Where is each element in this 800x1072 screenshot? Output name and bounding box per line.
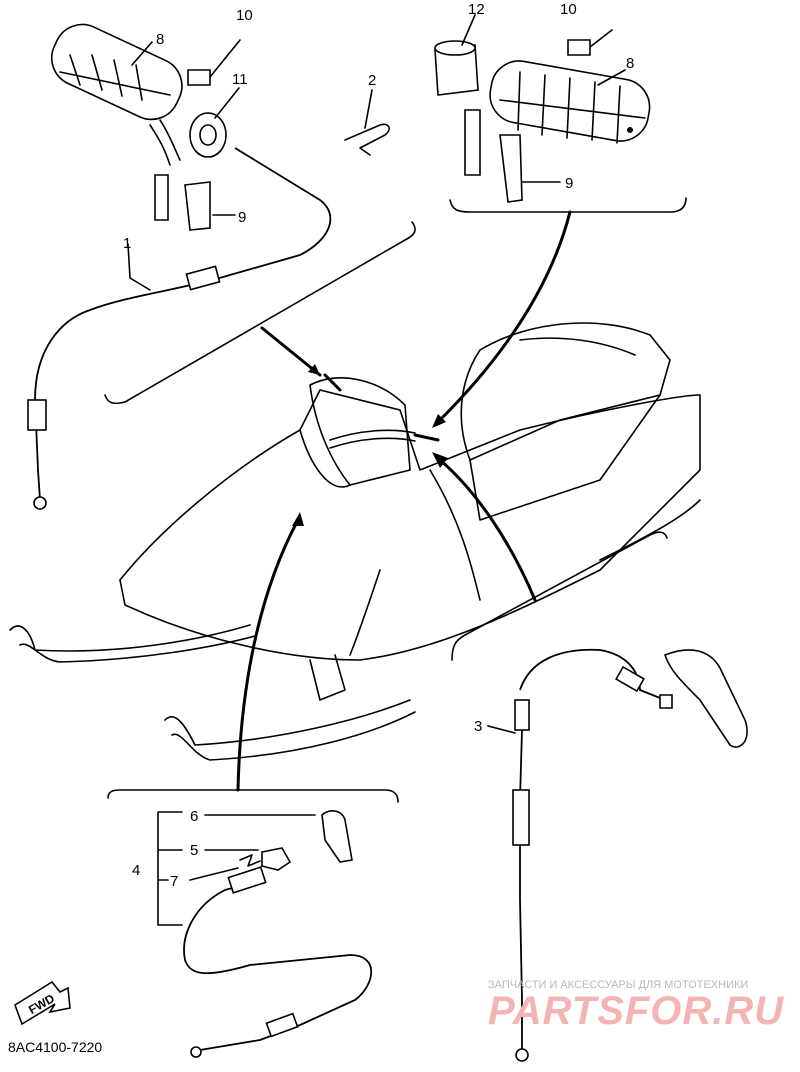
callout-2: 2 [368,72,376,89]
callout-labels: 1 2 3 4 5 6 7 8 8 9 9 10 10 11 12 [123,1,634,890]
leader-arrow-bottom [236,518,300,792]
detail-bracket-line-right [449,197,687,213]
detail-choke-group [107,512,399,1058]
detail-bracket-line [104,221,416,405]
brake-lever [664,649,748,748]
snowmobile-illustration [9,322,701,761]
left-bolt-10 [187,69,211,86]
callout-12: 12 [468,1,485,18]
callout-9-left: 9 [238,209,246,226]
left-handlebar-grip [50,23,183,166]
brake-cable-3 [519,648,666,701]
callout-8-left: 8 [156,31,164,48]
grip-end-cap-12 [434,40,479,96]
choke-cable-4 [183,879,373,1051]
left-connector [154,174,169,221]
watermark-brand: PARTSFOR.RU [488,989,784,1033]
diagram-code: 8AC4100-7220 [8,1039,102,1055]
callout-11: 11 [232,71,248,88]
callout-1: 1 [123,235,131,252]
forward-direction-badge: FWD [14,980,71,1026]
throttle-cable-1 [34,147,332,501]
right-bolt-10 [567,39,591,56]
watermark: ЗАПЧАСТИ И АКСЕССУАРЫ ДЛЯ МОТОТЕХНИКИ PA… [488,979,784,1033]
callout-7: 7 [170,873,178,890]
leader-arrow-brake [438,458,537,602]
callout-9-right: 9 [565,175,573,192]
leader-arrow-left [260,326,322,377]
watermark-caption: ЗАПЧАСТИ И АКСЕССУАРЫ ДЛЯ МОТОТЕХНИКИ [488,979,748,991]
detail-brake-group [432,452,748,1062]
callout-5: 5 [190,842,198,859]
callout-6: 6 [190,808,198,825]
callout-4: 4 [132,862,140,879]
choke-nut-5 [261,847,292,871]
right-handlebar-grip [489,60,651,144]
choke-lever-6 [321,810,353,863]
clip-2 [344,123,390,156]
leader-arrow-right [438,210,572,422]
callout-3: 3 [474,718,482,735]
detail-right-grip-group [432,14,687,428]
detail-left-grip-group [27,23,416,510]
callout-8-right: 8 [626,55,634,72]
callout-10-right: 10 [560,1,577,18]
left-cable-tie-9 [184,181,211,231]
right-cable-tie-9 [499,134,523,203]
detail-bracket-line-brake [451,531,668,661]
callout-10-left: 10 [236,7,253,24]
detail-bracket-line-bottom [107,789,399,803]
